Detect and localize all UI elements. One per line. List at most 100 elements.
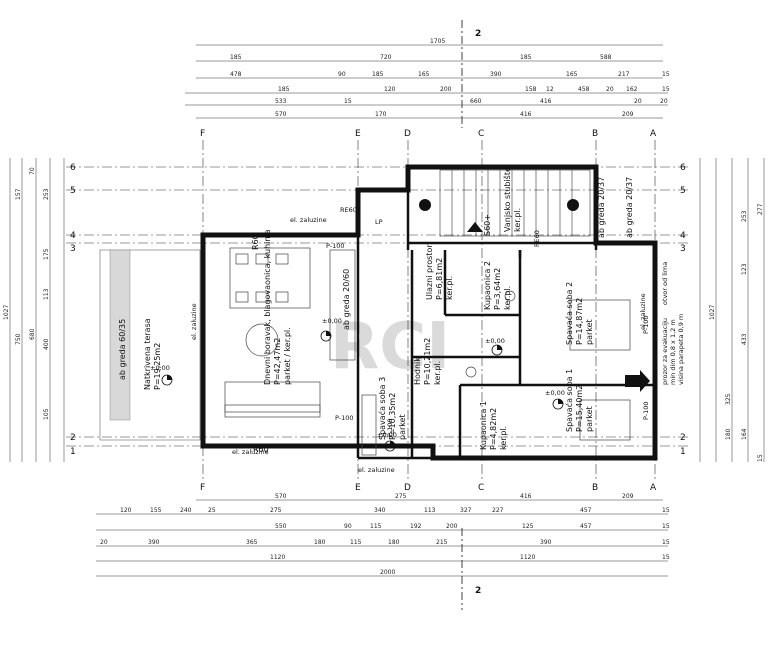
dim-value: 20: [100, 539, 108, 546]
dim-value: 185: [230, 54, 242, 61]
dim-value: 325: [725, 393, 732, 405]
dim-value: 550: [275, 523, 287, 530]
dim-value: 458: [578, 86, 590, 93]
dim-value: 209: [622, 111, 634, 118]
side-dimension-lines: [9, 158, 765, 462]
axis-label-b: B: [592, 483, 598, 493]
room-name: Dnevni boravak, blagovaonica, kuhinja: [263, 229, 272, 385]
dim-value: 457: [580, 523, 592, 530]
room-floor: ker.pl.: [513, 208, 522, 232]
axis-label-a: A: [650, 129, 657, 139]
room-floor: ker.pl.: [499, 426, 508, 450]
door-tag: P-100: [386, 418, 394, 437]
dim-value: 416: [520, 493, 532, 500]
room-area: P=14,87m2: [575, 298, 584, 345]
dim-value: 253: [741, 210, 748, 222]
dim-value: 400: [43, 338, 50, 350]
dim-value: 588: [600, 54, 612, 61]
note-text: el. zaluzine: [290, 216, 327, 224]
note-text: prozor za evakuaciju: [661, 318, 669, 385]
room-vanjsko-stubiste: Vanjsko stubište ker.pl.: [502, 167, 522, 232]
room-floor: parket / ker.pl.: [283, 327, 292, 385]
dim-value: 20: [634, 98, 642, 105]
dim-value: 162: [626, 86, 638, 93]
terrace: [99, 249, 201, 441]
columns: [419, 199, 579, 211]
room-name: Ulazni prostor: [425, 244, 434, 300]
section-marker-bottom: 2: [461, 528, 481, 610]
door-tag: S60+: [483, 214, 492, 236]
room-floor: ker.pl.: [433, 361, 442, 385]
dim-value: 12: [546, 86, 554, 93]
dim-value: 164: [741, 428, 748, 440]
dim-value: 478: [230, 71, 242, 78]
axis-label-e: E: [355, 483, 361, 493]
dim-value: 192: [410, 523, 422, 530]
dim-value: 115: [350, 539, 362, 546]
dim-value: 123: [741, 263, 748, 275]
dim-value: 750: [15, 333, 22, 345]
dim-value: 277: [757, 203, 764, 215]
room-spavaca-soba-2: Spavaća soba 2 P=14,87m2 parket: [564, 282, 594, 345]
level-value: ±0,00: [150, 364, 170, 372]
dim-value: 720: [380, 54, 392, 61]
dim-value: 15: [662, 523, 670, 530]
beam-label: ab greda 20/37: [597, 177, 606, 238]
note-text: el. zaluzine: [190, 303, 198, 340]
dim-value: 433: [741, 333, 748, 345]
door-tag: R60: [253, 445, 269, 454]
dim-value: 275: [270, 507, 282, 514]
dim-value: 115: [370, 523, 382, 530]
axis-labels: F E D C B A F E D C B A 6 5 4 3 2 1 6 5 …: [70, 129, 686, 493]
dim-value: 209: [622, 493, 634, 500]
dim-value: 1027: [3, 305, 10, 320]
room-floor: parket: [585, 319, 594, 345]
note-text: otvor od lima: [661, 262, 669, 305]
axis-label-f: F: [200, 483, 205, 493]
room-spavaca-soba-3: Spavaća soba 3 P=10,35m2 parket: [377, 377, 407, 440]
note-text: el. zaluzine: [639, 293, 647, 330]
axis-label-1: 1: [680, 447, 686, 457]
room-floor: ker.pl.: [445, 276, 454, 300]
room-name: Kupaonica 2: [483, 261, 492, 310]
beam-label: ab greda 20/60: [342, 269, 351, 330]
axis-label-3: 3: [70, 244, 76, 254]
axis-label-3: 3: [680, 244, 686, 254]
axis-label-c: C: [478, 129, 484, 139]
dim-value: 457: [580, 507, 592, 514]
dim-value: 180: [725, 428, 732, 440]
section-marker-label: 2: [475, 29, 481, 39]
axis-label-4: 4: [70, 231, 76, 241]
dim-value: 217: [618, 71, 630, 78]
room-name: Natkrivena terasa: [143, 318, 152, 390]
room-area: P=10,35m2: [388, 393, 397, 440]
dim-value: 416: [540, 98, 552, 105]
room-area: P=10,21m2: [423, 338, 432, 385]
room-floor: parket: [398, 414, 407, 440]
entrance-arrow-icon: [467, 222, 483, 232]
dim-value: 390: [148, 539, 160, 546]
dim-value: 20: [660, 98, 668, 105]
dim-value: 170: [375, 111, 387, 118]
dim-value: 185: [520, 54, 532, 61]
level-value: ±0,00: [322, 317, 342, 325]
room-natkrivena-terasa: Natkrivena terasa P=19,25m2: [143, 318, 162, 390]
dim-value: 1027: [709, 305, 716, 320]
axis-label-f: F: [200, 129, 205, 139]
left-dimensions: 1027 750 680 157 70 253 175 113 400 105: [3, 167, 50, 420]
dim-value: 15: [662, 554, 670, 561]
top-dimensions: 1705 185 720 185 588 478 90 185 165 390 …: [230, 38, 670, 118]
door-tag: R60: [251, 234, 260, 250]
dim-value: 275: [395, 493, 407, 500]
room-name: Spavaća soba 1: [564, 369, 574, 432]
room-name: Kupaonica 1: [479, 401, 488, 450]
room-name: Vanjsko stubište: [502, 167, 512, 232]
dim-value: 165: [418, 71, 430, 78]
axis-label-6: 6: [70, 163, 76, 173]
dim-value: 200: [446, 523, 458, 530]
bottom-dimensions: 570 275 416 209 120 155 240 25 275 340 1…: [100, 493, 670, 576]
dim-value: 15: [757, 454, 764, 462]
axis-label-2: 2: [70, 433, 76, 443]
dim-value: 175: [43, 248, 50, 260]
level-value: ±0,00: [545, 389, 565, 397]
